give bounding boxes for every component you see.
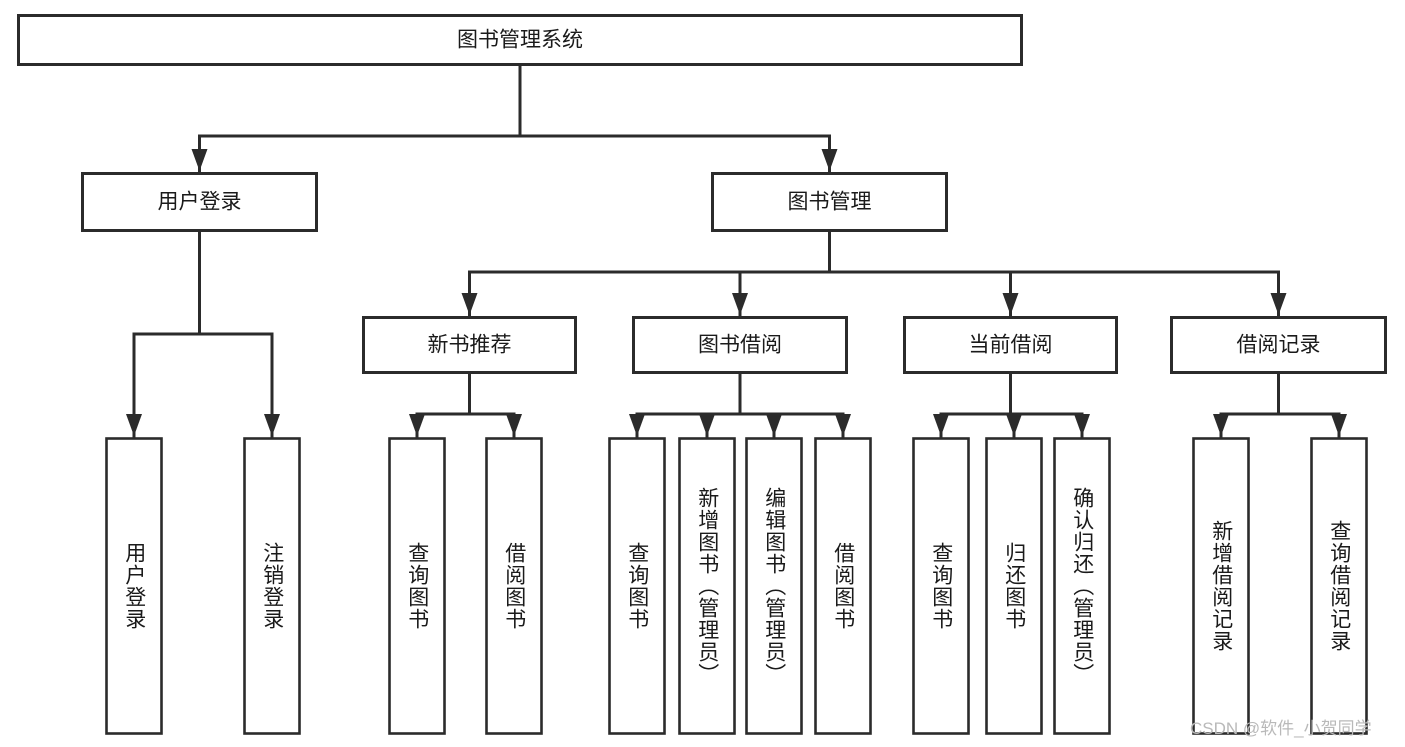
arrow-head-icon-current-borrow bbox=[1002, 293, 1019, 315]
node-box-book-manage[interactable] bbox=[711, 172, 948, 232]
arrow-head-icon-leaf-query-book-borrow bbox=[629, 414, 645, 436]
watermark-text: CSDN @软件_小贺同学 bbox=[1190, 719, 1372, 738]
arrow-head-icon-borrow-record bbox=[1270, 293, 1287, 315]
arrow-head-icon-leaf-borrow-book bbox=[835, 414, 851, 436]
arrow-head-icon-leaf-query-book-rec bbox=[409, 414, 425, 436]
node-label-user-login: 用户登录 bbox=[158, 191, 242, 214]
node-box-book-borrow[interactable] bbox=[632, 316, 848, 374]
node-label-book-borrow: 图书借阅 bbox=[698, 334, 782, 357]
node-box-user-login[interactable] bbox=[81, 172, 318, 232]
arrow-head-icon-leaf-add-record bbox=[1213, 414, 1229, 436]
arrow-head-icon-book-borrow bbox=[732, 293, 748, 315]
node-label-borrow-record: 借阅记录 bbox=[1237, 334, 1321, 357]
connector-layer bbox=[126, 64, 1347, 438]
node-label-book-manage: 图书管理 bbox=[788, 191, 872, 214]
arrow-head-icon-leaf-borrow-book-rec bbox=[506, 414, 522, 436]
node-box-current-borrow[interactable] bbox=[903, 316, 1118, 374]
node-box-leaf-query-book-borrow[interactable] bbox=[608, 437, 666, 735]
arrow-head-icon-book-manage bbox=[821, 149, 838, 171]
node-box-leaf-confirm-return[interactable] bbox=[1053, 437, 1111, 735]
node-box-leaf-borrow-book[interactable] bbox=[814, 437, 872, 735]
node-box-root[interactable] bbox=[17, 14, 1023, 66]
node-box-leaf-return-book[interactable] bbox=[985, 437, 1043, 735]
node-box-layer bbox=[17, 14, 1387, 735]
node-box-borrow-record[interactable] bbox=[1170, 316, 1387, 374]
node-box-leaf-edit-book[interactable] bbox=[745, 437, 803, 735]
arrow-head-icon-leaf-query-book-cur bbox=[933, 414, 949, 436]
arrow-head-icon-leaf-query-record bbox=[1331, 414, 1347, 436]
arrow-head-icon-leaf-edit-book bbox=[766, 414, 782, 436]
arrow-head-icon-leaf-add-book bbox=[699, 414, 715, 436]
node-label-current-borrow: 当前借阅 bbox=[969, 334, 1053, 357]
node-box-leaf-query-record[interactable] bbox=[1310, 437, 1368, 735]
arrow-head-icon-new-book-recommend bbox=[461, 293, 478, 315]
node-box-leaf-query-book-cur[interactable] bbox=[912, 437, 970, 735]
arrow-head-icon-leaf-confirm-return bbox=[1074, 414, 1090, 436]
arrow-head-icon-leaf-user-login bbox=[126, 414, 142, 436]
arrow-head-icon-user-login bbox=[191, 149, 208, 171]
node-box-leaf-borrow-book-rec[interactable] bbox=[485, 437, 543, 735]
node-box-leaf-add-record[interactable] bbox=[1192, 437, 1250, 735]
node-label-new-book-recommend: 新书推荐 bbox=[428, 334, 512, 357]
node-box-new-book-recommend[interactable] bbox=[362, 316, 577, 374]
node-box-leaf-user-logout[interactable] bbox=[243, 437, 301, 735]
node-box-leaf-query-book-rec[interactable] bbox=[388, 437, 446, 735]
arrow-head-icon-leaf-return-book bbox=[1006, 414, 1022, 436]
node-box-leaf-user-login[interactable] bbox=[105, 437, 163, 735]
node-label-root: 图书管理系统 bbox=[457, 29, 583, 52]
node-box-leaf-add-book[interactable] bbox=[678, 437, 736, 735]
arrow-head-icon-leaf-user-logout bbox=[264, 414, 280, 436]
